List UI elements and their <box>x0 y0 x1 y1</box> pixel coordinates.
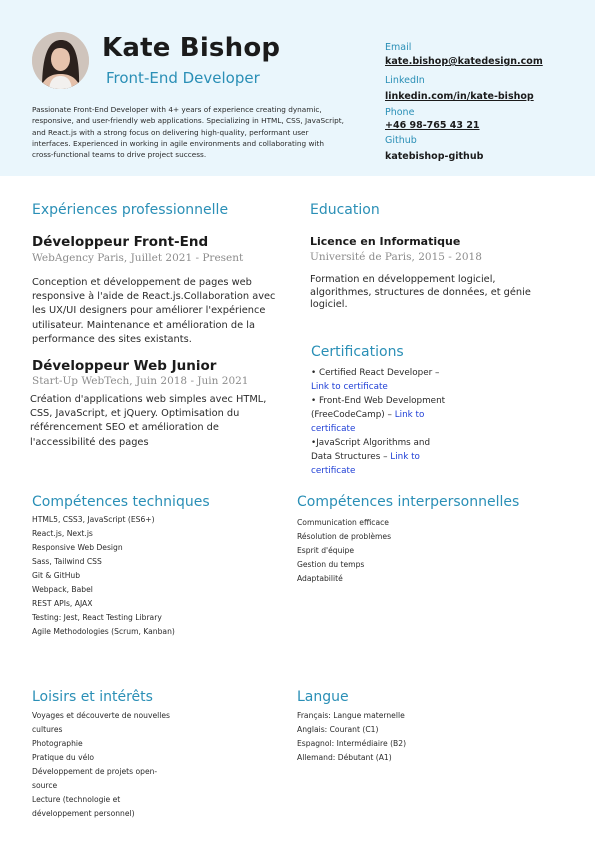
languages-section-title: Langue <box>297 689 349 705</box>
soft-skills-section-title: Compétences interpersonnelles <box>297 494 520 510</box>
list-item: React.js, Next.js <box>32 529 93 538</box>
soft-skills-list: Communication efficace Résolution de pro… <box>297 516 537 586</box>
list-item: Anglais: Courant (C1) <box>297 725 379 734</box>
candidate-name: Kate Bishop <box>102 33 281 63</box>
job-description: Création d'applications web simples avec… <box>30 394 267 448</box>
certification-item: • Certified React Developer – Link to ce… <box>311 368 440 392</box>
certification-item: • Front-End Web Development (FreeCodeCam… <box>311 396 446 434</box>
github-label: Github <box>385 135 417 146</box>
job-meta: Start-Up WebTech, Juin 2018 - Juin 2021 <box>32 375 249 387</box>
list-item: Webpack, Babel <box>32 585 93 594</box>
list-item: HTML5, CSS3, JavaScript (ES6+) <box>32 515 155 524</box>
hobbies-section-title: Loisirs et intérêts <box>32 689 153 705</box>
list-item: Allemand: Débutant (A1) <box>297 753 392 762</box>
list-item: Sass, Tailwind CSS <box>32 557 102 566</box>
certificate-link[interactable]: Link to certificate <box>311 452 420 476</box>
linkedin-link[interactable]: linkedin.com/in/kate-bishop <box>385 91 534 102</box>
github-value: katebishop-github <box>385 151 484 162</box>
job-meta: WebAgency Paris, Juillet 2021 - Present <box>32 252 244 264</box>
job-title: Développeur Web Junior <box>32 358 217 374</box>
hobbies-list: Voyages et découverte de nouvelles cultu… <box>32 709 172 821</box>
certificate-link[interactable]: Link to certificate <box>311 410 425 434</box>
list-item: Testing: Jest, React Testing Library <box>32 613 162 622</box>
candidate-role: Front-End Developer <box>106 69 260 87</box>
education-section-title: Education <box>310 202 380 218</box>
certification-item: •JavaScript Algorithms and Data Structur… <box>311 438 431 476</box>
list-item: Adaptabilité <box>297 574 343 583</box>
list-item: Photographie <box>32 739 83 748</box>
profile-photo <box>32 32 89 89</box>
phone-label: Phone <box>385 107 415 118</box>
list-item: Communication efficace <box>297 518 389 527</box>
list-item: Développement de projets open-source <box>32 767 158 790</box>
degree-description: Formation en développement logiciel, alg… <box>310 274 531 310</box>
list-item: Git & GitHub <box>32 571 81 580</box>
email-label: Email <box>385 42 412 53</box>
profile-summary: Passionate Front-End Developer with 4+ y… <box>32 105 344 160</box>
certifications-section-title: Certifications <box>311 344 404 360</box>
job-description: Conception et développement de pages web… <box>32 277 276 345</box>
list-item: Responsive Web Design <box>32 543 123 552</box>
certifications-list: • Certified React Developer – Link to ce… <box>311 366 451 478</box>
list-item: Agile Methodologies (Scrum, Kanban) <box>32 627 175 636</box>
tech-skills-list: HTML5, CSS3, JavaScript (ES6+) React.js,… <box>32 513 272 639</box>
phone-link[interactable]: +46 98-765 43 21 <box>385 120 480 131</box>
experience-section-title: Expériences professionnelle <box>32 202 229 218</box>
tech-skills-section-title: Compétences techniques <box>32 494 210 510</box>
certificate-link[interactable]: Link to certificate <box>311 382 388 392</box>
list-item: Pratique du vélo <box>32 753 94 762</box>
list-item: Espagnol: Intermédiaire (B2) <box>297 739 407 748</box>
list-item: Gestion du temps <box>297 560 365 569</box>
languages-list: Français: Langue maternelle Anglais: Cou… <box>297 709 537 765</box>
list-item: Résolution de problèmes <box>297 532 392 541</box>
degree-title: Licence en Informatique <box>310 235 461 248</box>
profile-photo-icon <box>32 32 89 89</box>
list-item: Lecture (technologie et développement pe… <box>32 795 135 818</box>
email-link[interactable]: kate.bishop@katedesign.com <box>385 56 543 67</box>
list-item: REST APIs, AJAX <box>32 599 93 608</box>
list-item: Voyages et découverte de nouvelles cultu… <box>32 711 170 734</box>
job-title: Développeur Front-End <box>32 234 209 250</box>
list-item: Français: Langue maternelle <box>297 711 405 720</box>
list-item: Esprit d'équipe <box>297 546 355 555</box>
degree-meta: Université de Paris, 2015 - 2018 <box>310 251 482 263</box>
linkedin-label: LinkedIn <box>385 75 425 86</box>
resume-header: Kate Bishop Front-End Developer Passiona… <box>0 0 595 176</box>
